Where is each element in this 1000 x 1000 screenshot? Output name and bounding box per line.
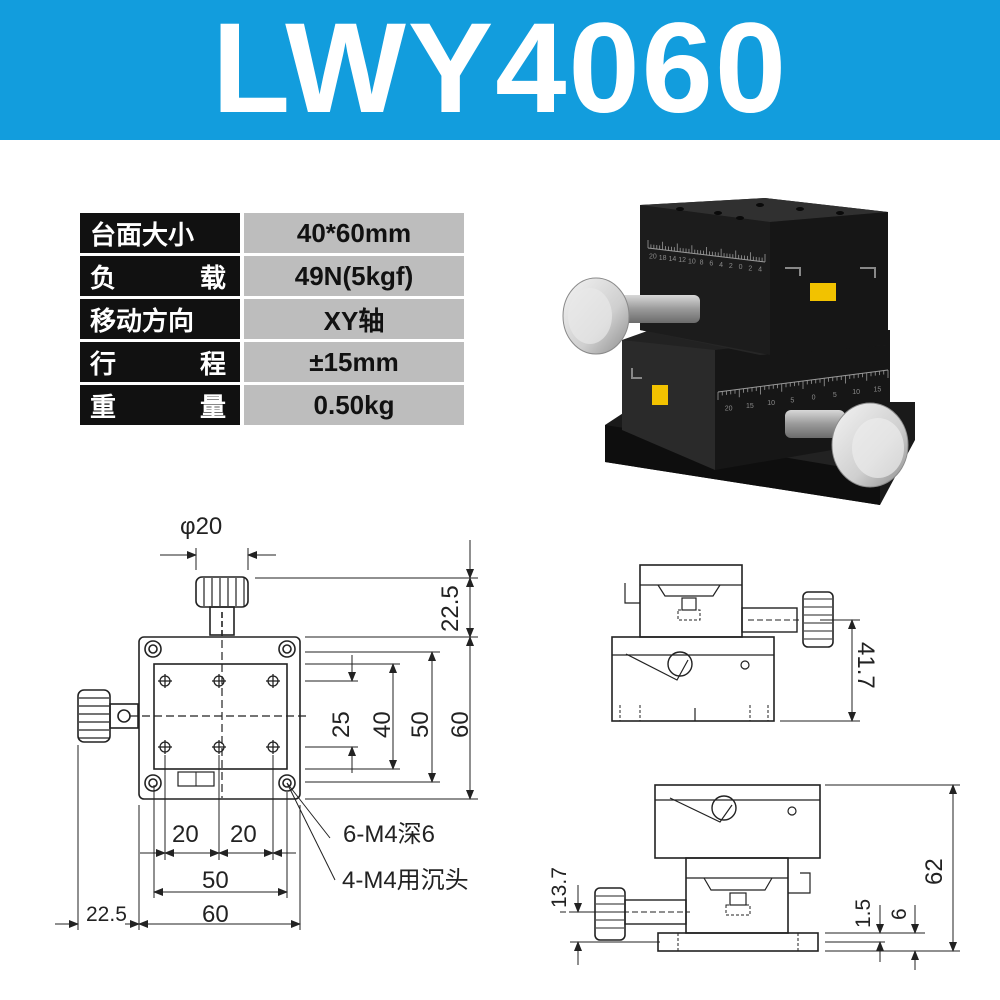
scale-label: 4 <box>758 266 762 273</box>
scale-label: 4 <box>719 262 723 269</box>
spec-label-right: 量 <box>199 391 226 422</box>
bottom-scale-labels: 20 15 10 5 0 5 10 15 <box>725 386 882 412</box>
dim-13-7: 13.7 <box>548 867 571 908</box>
spec-row-table-size: 台面大小 40*60mm <box>80 213 464 253</box>
scale-label: 20 <box>725 406 733 413</box>
scale-label: 0 <box>812 395 816 402</box>
scale-label: 20 <box>649 254 657 261</box>
scale-label: 18 <box>659 255 667 262</box>
top-view-drawing <box>55 540 478 930</box>
spec-row-stroke: 行程 ±15mm <box>80 342 464 382</box>
scale-label: 5 <box>833 392 837 399</box>
scale-label: 6 <box>709 261 713 268</box>
upper-lock-key <box>810 283 836 301</box>
model-title: LWY4060 <box>211 0 789 140</box>
note-4-m4-counterbore: 4-M4用沉头 <box>342 867 469 894</box>
spec-label-right: 程 <box>199 348 226 379</box>
dim-60-vertical: 60 <box>447 711 474 738</box>
scale-label: 10 <box>767 400 775 407</box>
spec-value: 0.50kg <box>240 385 464 425</box>
side-view-drawing <box>611 564 860 722</box>
spec-row-direction: 移动方向 XY轴 <box>80 299 464 339</box>
spec-label-left: 负 <box>90 262 117 293</box>
spec-table: 台面大小 40*60mm 负载 49N(5kgf) 移动方向 XY轴 行程 ±1… <box>80 210 464 428</box>
front-view-base <box>657 932 819 952</box>
scale-label: 15 <box>873 386 881 393</box>
scale-label: 15 <box>746 403 754 410</box>
top-scale-ticks <box>647 240 766 262</box>
side-view-lower-block <box>611 636 775 722</box>
spec-value: ±15mm <box>240 342 464 382</box>
spec-label-left: 行 <box>90 348 117 379</box>
dim-1-5: 1.5 <box>852 899 875 928</box>
dim-40: 40 <box>369 711 396 738</box>
scale-label: 14 <box>668 256 676 263</box>
side-view-upper-block <box>639 564 743 638</box>
dim-6: 6 <box>888 908 911 920</box>
spec-label: 负载 <box>80 256 240 296</box>
scale-label: 5 <box>790 397 794 404</box>
scale-label: 2 <box>729 263 733 270</box>
dim-phi20: φ20 <box>180 513 222 540</box>
top-holes <box>676 203 844 220</box>
dim-50-vertical: 50 <box>407 711 434 738</box>
scale-label: 2 <box>748 265 752 272</box>
spec-value: 40*60mm <box>240 213 464 253</box>
bottom-scale-ticks <box>717 370 889 400</box>
dim-20-right: 20 <box>230 821 257 848</box>
scale-label: 10 <box>852 389 860 396</box>
scale-label: 8 <box>700 259 704 266</box>
front-view-upper-block <box>654 784 821 859</box>
scale-label: 10 <box>688 258 696 265</box>
front-view-drawing <box>560 784 960 970</box>
spec-value: XY轴 <box>240 299 464 339</box>
spec-label-right: 载 <box>199 262 226 293</box>
dim-62: 62 <box>921 858 948 885</box>
dim-50-horizontal: 50 <box>202 867 229 894</box>
spec-label: 行程 <box>80 342 240 382</box>
spec-row-load: 负载 49N(5kgf) <box>80 256 464 296</box>
scale-label: 12 <box>678 257 686 264</box>
dim-41-7: 41.7 <box>852 642 879 689</box>
spec-label: 台面大小 <box>80 213 240 253</box>
dim-22-5-horizontal: 22.5 <box>86 903 127 926</box>
lower-micrometer-shaft <box>785 410 845 438</box>
spec-value: 49N(5kgf) <box>240 256 464 296</box>
dim-20-left: 20 <box>172 821 199 848</box>
spec-label: 移动方向 <box>80 299 240 339</box>
counterbore-holes <box>144 640 296 792</box>
m4-holes <box>158 674 280 754</box>
note-6-m4-holes: 6-M4深6 <box>343 821 435 848</box>
front-view-lower-block <box>685 857 789 934</box>
lower-lock-key <box>652 385 668 405</box>
spec-row-weight: 重量 0.50kg <box>80 385 464 425</box>
spec-label: 重量 <box>80 385 240 425</box>
stage-upper-block <box>640 205 770 355</box>
dim-60-horizontal: 60 <box>202 901 229 928</box>
dim-25: 25 <box>328 711 355 738</box>
dim-22-5-vertical: 22.5 <box>437 585 464 632</box>
spec-label-left: 重 <box>90 391 117 422</box>
stage-top-surface <box>640 198 888 222</box>
scale-label: 0 <box>739 264 743 271</box>
title-banner <box>0 0 1000 140</box>
